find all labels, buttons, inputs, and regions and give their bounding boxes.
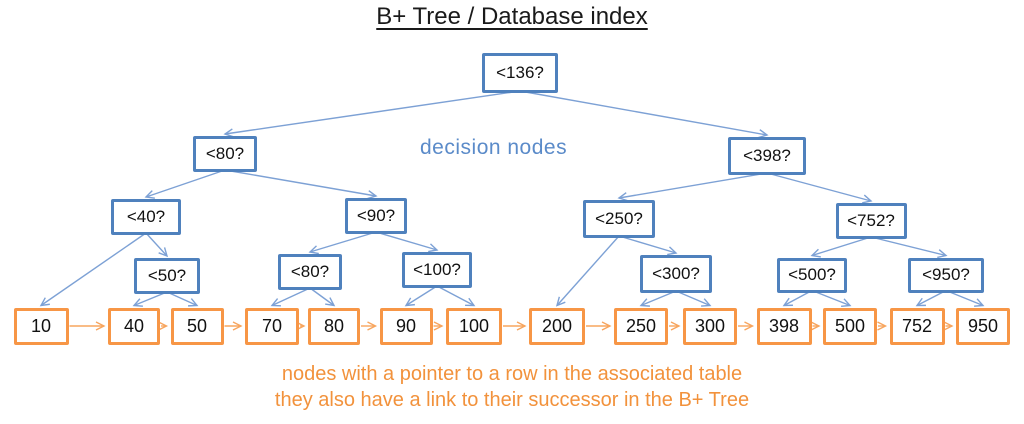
leaf-note-line2: they also have a link to their successor… — [274, 389, 750, 411]
page-title: B+ Tree / Database index — [376, 3, 648, 30]
leaf-notes: nodes with a pointer to a row in the ass… — [0, 361, 1024, 413]
decision-nodes-caption: decision nodes — [420, 136, 568, 159]
leaf-note-line1: nodes with a pointer to a row in the ass… — [281, 363, 743, 385]
